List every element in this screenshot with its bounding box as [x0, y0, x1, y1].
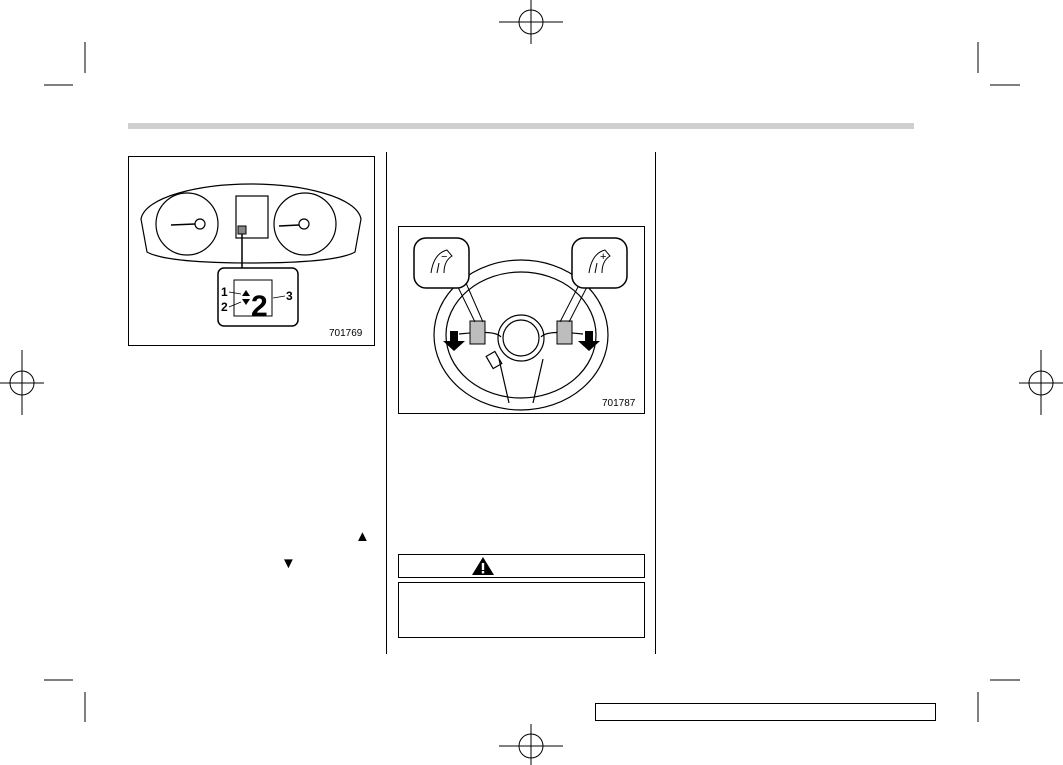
- callout-2: 2: [221, 300, 228, 314]
- steering-wheel-drawing: − +: [413, 237, 628, 411]
- minus-paddle-label: −: [441, 251, 447, 263]
- gear-position-text: 2: [251, 290, 268, 323]
- header-bar: [128, 123, 914, 129]
- callout-1: 1: [221, 285, 228, 299]
- warning-header: [398, 554, 645, 578]
- callout-3: 3: [286, 289, 293, 303]
- column-divider-right: [655, 152, 656, 654]
- instrument-cluster-figure: 2 1 2 3 701769: [128, 156, 375, 346]
- column-divider-left: [386, 152, 387, 654]
- plus-paddle-label: +: [600, 251, 606, 263]
- figure-code: 701787: [602, 398, 636, 409]
- footer-page-box: [595, 703, 936, 721]
- paddle-shift-figure: − + 701787: [398, 226, 645, 414]
- up-arrow-icon: ▲: [355, 528, 370, 545]
- instrument-cluster-drawing: 2 1 2 3: [140, 183, 362, 327]
- figure-code: 701769: [329, 328, 363, 339]
- warning-box: [398, 582, 645, 638]
- warning-triangle-icon: [472, 557, 494, 575]
- down-arrow-icon: ▼: [281, 555, 296, 572]
